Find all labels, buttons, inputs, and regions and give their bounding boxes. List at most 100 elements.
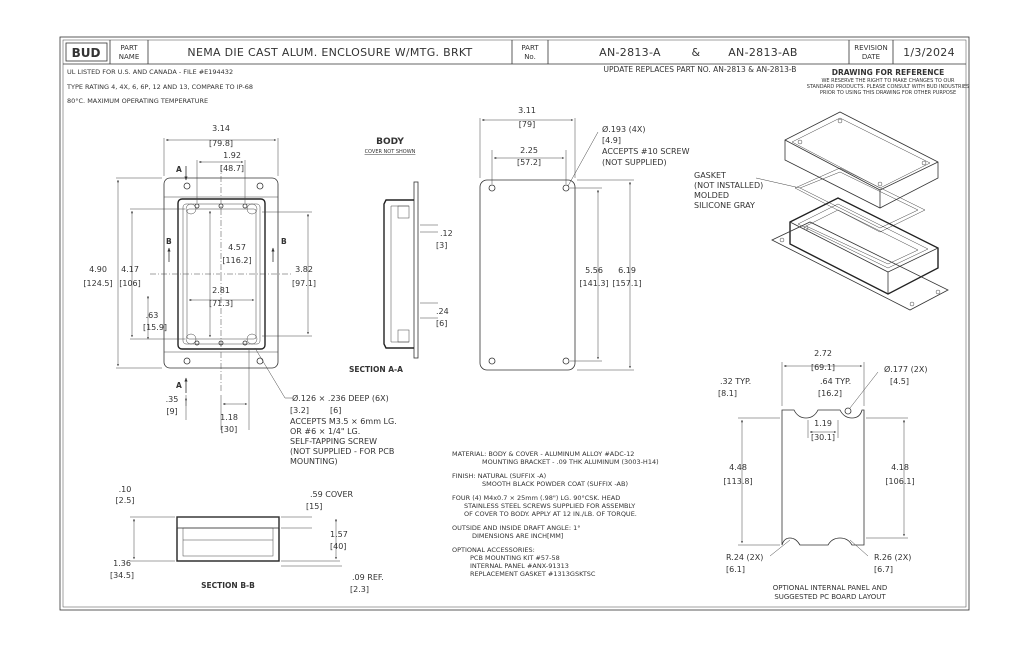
svg-text:.35: .35 bbox=[166, 395, 179, 404]
svg-text:4.90: 4.90 bbox=[89, 265, 107, 274]
svg-text:[6.1]: [6.1] bbox=[726, 565, 745, 574]
svg-text:FOUR (4) M4x0.7 × 25mm (.98"): FOUR (4) M4x0.7 × 25mm (.98") LG. 90°CSK… bbox=[452, 494, 620, 502]
svg-text:[30.1]: [30.1] bbox=[811, 433, 835, 442]
svg-text:[15]: [15] bbox=[306, 502, 322, 511]
part-name: NEMA DIE CAST ALUM. ENCLOSURE W/MTG. BRK… bbox=[187, 46, 472, 59]
svg-text:[4.9]: [4.9] bbox=[602, 136, 621, 145]
material-notes: MATERIAL: BODY & COVER - ALUMINUM ALLOY … bbox=[452, 450, 659, 578]
svg-text:[2.3]: [2.3] bbox=[350, 585, 369, 594]
svg-text:1.36: 1.36 bbox=[113, 559, 131, 568]
svg-text:SUGGESTED PC BOARD LAYOUT: SUGGESTED PC BOARD LAYOUT bbox=[774, 593, 886, 601]
svg-text:OPTIONAL ACCESSORIES:: OPTIONAL ACCESSORIES: bbox=[452, 546, 535, 554]
svg-text:[57.2]: [57.2] bbox=[517, 158, 541, 167]
svg-text:[16.2]: [16.2] bbox=[818, 389, 842, 398]
part-no-a: AN-2813-A bbox=[599, 46, 661, 59]
svg-text:Ø.126 × .236 DEEP (6X): Ø.126 × .236 DEEP (6X) bbox=[292, 393, 389, 403]
svg-text:PCB MOUNTING KIT #57-58: PCB MOUNTING KIT #57-58 bbox=[470, 554, 560, 562]
svg-text:GASKET: GASKET bbox=[694, 171, 726, 180]
svg-text:DIMENSIONS ARE INCH[MM]: DIMENSIONS ARE INCH[MM] bbox=[472, 532, 563, 540]
svg-text:[6]: [6] bbox=[330, 406, 341, 415]
svg-text:MOUNTING BRACKET - .09 THK ALU: MOUNTING BRACKET - .09 THK ALUMINUM (300… bbox=[482, 458, 659, 466]
svg-text:.12: .12 bbox=[440, 229, 453, 238]
svg-text:[124.5]: [124.5] bbox=[83, 279, 112, 288]
svg-text:SILICONE GRAY: SILICONE GRAY bbox=[694, 201, 755, 210]
svg-text:R.24 (2X): R.24 (2X) bbox=[726, 553, 763, 562]
svg-text:1.92: 1.92 bbox=[223, 151, 241, 160]
svg-text:4.48: 4.48 bbox=[729, 463, 747, 472]
svg-text:PART: PART bbox=[120, 44, 138, 52]
panel-view: 2.72 [69.1] Ø.177 (2X) [4.5] .32 TYP. [8… bbox=[718, 349, 927, 601]
svg-text:DATE: DATE bbox=[862, 53, 880, 61]
svg-text:1.19: 1.19 bbox=[814, 419, 832, 428]
svg-text:[69.1]: [69.1] bbox=[811, 363, 835, 372]
svg-text:OPTIONAL INTERNAL PANEL AND: OPTIONAL INTERNAL PANEL AND bbox=[773, 584, 888, 592]
part-no-ab: AN-2813-AB bbox=[728, 46, 798, 59]
svg-text:[3.2]: [3.2] bbox=[290, 406, 309, 415]
svg-text:4.57: 4.57 bbox=[228, 243, 246, 252]
svg-text:.63: .63 bbox=[146, 311, 159, 320]
svg-text:.09 REF.: .09 REF. bbox=[352, 573, 384, 582]
svg-text:[34.5]: [34.5] bbox=[110, 571, 134, 580]
svg-text:A: A bbox=[176, 381, 182, 390]
svg-text:[113.8]: [113.8] bbox=[723, 477, 752, 486]
svg-text:MOUNTING): MOUNTING) bbox=[290, 457, 338, 466]
svg-text:MATERIAL: BODY & COVER - ALUMI: MATERIAL: BODY & COVER - ALUMINUM ALLOY … bbox=[452, 450, 634, 458]
bud-logo bbox=[65, 42, 108, 62]
svg-text:.59 COVER: .59 COVER bbox=[310, 490, 354, 499]
svg-text:4.17: 4.17 bbox=[121, 265, 139, 274]
svg-text:[106.1]: [106.1] bbox=[885, 477, 914, 486]
svg-text:TYPE RATING 4, 4X, 6, 6P, 12 A: TYPE RATING 4, 4X, 6, 6P, 12 AND 13, COM… bbox=[66, 83, 253, 91]
svg-text:6.19: 6.19 bbox=[618, 266, 636, 275]
svg-text:No.: No. bbox=[524, 53, 536, 61]
svg-text:[48.7]: [48.7] bbox=[220, 164, 244, 173]
svg-text:[6.7]: [6.7] bbox=[874, 565, 893, 574]
svg-text:[30]: [30] bbox=[221, 425, 237, 434]
svg-text:2.25: 2.25 bbox=[520, 146, 538, 155]
svg-text:A: A bbox=[176, 165, 182, 174]
svg-text:[15.9]: [15.9] bbox=[143, 323, 167, 332]
svg-text:BODY: BODY bbox=[376, 137, 404, 147]
svg-text:[4.5]: [4.5] bbox=[890, 377, 909, 386]
svg-text:UL LISTED FOR U.S. AND CANADA: UL LISTED FOR U.S. AND CANADA - FILE #E1… bbox=[67, 68, 233, 76]
svg-text:STANDARD PRODUCTS. PLEASE CONS: STANDARD PRODUCTS. PLEASE CONSULT WITH B… bbox=[807, 84, 970, 90]
svg-text:2.72: 2.72 bbox=[814, 349, 832, 358]
svg-text:Ø.177 (2X): Ø.177 (2X) bbox=[884, 364, 927, 374]
svg-text:B: B bbox=[281, 237, 287, 246]
svg-text:SECTION B-B: SECTION B-B bbox=[201, 581, 255, 590]
svg-text:(NOT INSTALLED): (NOT INSTALLED) bbox=[694, 181, 763, 190]
svg-text:R.26 (2X): R.26 (2X) bbox=[874, 553, 911, 562]
svg-text:3.82: 3.82 bbox=[295, 265, 313, 274]
svg-text:ACCEPTS #10 SCREW: ACCEPTS #10 SCREW bbox=[602, 147, 690, 156]
svg-text:PART: PART bbox=[521, 44, 539, 52]
svg-text:SMOOTH BLACK POWDER COAT (SUFF: SMOOTH BLACK POWDER COAT (SUFFIX -AB) bbox=[482, 480, 628, 488]
isometric-view: GASKET (NOT INSTALLED) MOLDED SILICONE G… bbox=[694, 111, 949, 311]
svg-text:&: & bbox=[692, 46, 701, 59]
svg-text:[79]: [79] bbox=[519, 120, 535, 129]
svg-text:REPLACEMENT GASKET #1313GSKTSC: REPLACEMENT GASKET #1313GSKTSC bbox=[470, 570, 596, 578]
svg-text:(NOT SUPPLIED): (NOT SUPPLIED) bbox=[602, 158, 667, 167]
svg-text:[141.3]: [141.3] bbox=[579, 279, 608, 288]
section-aa: BODY COVER NOT SHOWN .12 [3] .24 [6] SEC… bbox=[349, 137, 453, 374]
svg-text:STAINLESS STEEL SCREWS SUPPLIE: STAINLESS STEEL SCREWS SUPPLIED FOR ASSE… bbox=[464, 502, 635, 510]
svg-text:(NOT SUPPLIED - FOR PCB: (NOT SUPPLIED - FOR PCB bbox=[290, 447, 394, 456]
svg-text:[6]: [6] bbox=[436, 319, 447, 328]
svg-text:[3]: [3] bbox=[436, 241, 447, 250]
svg-text:FINISH: NATURAL (SUFFIX -A): FINISH: NATURAL (SUFFIX -A) bbox=[452, 472, 546, 480]
svg-text:5.56: 5.56 bbox=[585, 266, 603, 275]
svg-text:B: B bbox=[166, 237, 172, 246]
front-view: A A B B 3.14 [79.8] 1.92 [48.7] 4.90 [12… bbox=[83, 124, 396, 466]
svg-text:[8.1]: [8.1] bbox=[718, 389, 737, 398]
svg-text:3.14: 3.14 bbox=[212, 124, 230, 133]
svg-text:2.81: 2.81 bbox=[212, 286, 230, 295]
svg-text:SECTION A-A: SECTION A-A bbox=[349, 365, 403, 374]
title-block: BUD PART NAME NEMA DIE CAST ALUM. ENCLOS… bbox=[63, 40, 966, 65]
svg-text:DRAWING FOR REFERENCE: DRAWING FOR REFERENCE bbox=[832, 68, 944, 77]
header-notes: UL LISTED FOR U.S. AND CANADA - FILE #E1… bbox=[66, 65, 969, 105]
svg-text:[106]: [106] bbox=[119, 279, 141, 288]
inner-border bbox=[62, 39, 967, 608]
svg-text:[71.3]: [71.3] bbox=[209, 299, 233, 308]
svg-text:.64 TYP.: .64 TYP. bbox=[820, 377, 851, 386]
section-bb: .10 [2.5] 1.36 [34.5] .59 COVER [15] 1.5… bbox=[110, 485, 384, 594]
